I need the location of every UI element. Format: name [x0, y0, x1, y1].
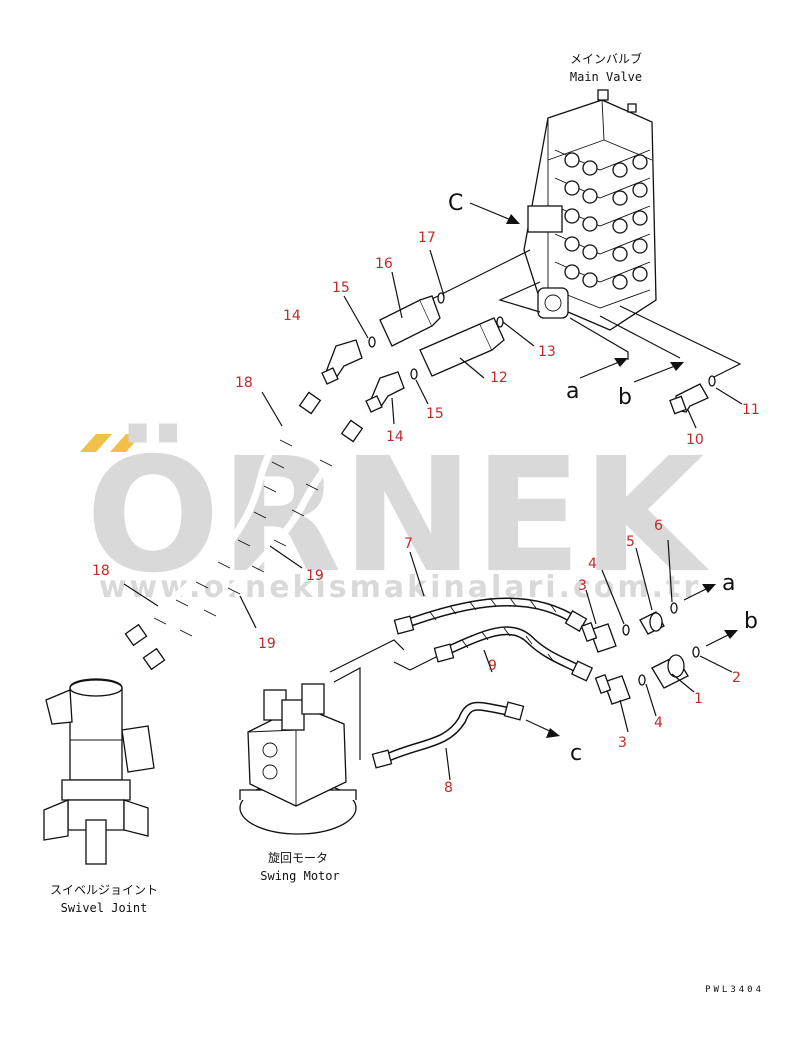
- part-number-6: 6: [654, 518, 663, 534]
- swivel-joint: スイベルジョイント Swivel Joint: [43, 678, 158, 915]
- part-number-10: 10: [686, 432, 704, 448]
- part-number-15-upper: 15: [332, 280, 350, 296]
- main-valve-label-jp: メインバルブ: [570, 51, 642, 66]
- part-number-3-upper: 3: [578, 578, 587, 594]
- port-c-arrow: C: [448, 191, 520, 224]
- part-10-elbow: [669, 383, 709, 415]
- port-c-label: C: [448, 191, 463, 216]
- port-b-small-label: b: [744, 609, 758, 634]
- part-numbers: 17 16 15 14 13 12 18 15 14 11 10 7 6 5 4…: [92, 230, 760, 796]
- drawing-code: PWL3404: [705, 985, 764, 995]
- port-a-label: a: [566, 379, 579, 404]
- part-3-elbow-lower: [594, 673, 631, 705]
- part-number-2: 2: [732, 670, 741, 686]
- port-b-arrow: b: [618, 362, 684, 410]
- tube-8: c: [371, 701, 582, 769]
- part-number-8: 8: [444, 780, 453, 796]
- swivel-joint-label-jp: スイベルジョイント: [50, 883, 158, 897]
- part-number-15-lower: 15: [426, 406, 444, 422]
- part-3-elbow-upper: [580, 621, 617, 653]
- part-number-4-upper: 4: [588, 556, 597, 572]
- part-number-11: 11: [742, 402, 760, 418]
- part-5-adapter: [639, 611, 665, 635]
- port-b-label: b: [618, 385, 632, 410]
- part-number-18-upper: 18: [235, 375, 253, 391]
- main-valve: メインバルブ Main Valve: [523, 51, 657, 331]
- swivel-joint-label-en: Swivel Joint: [61, 901, 148, 915]
- part-number-1: 1: [694, 691, 703, 707]
- port-c-small-label: c: [570, 741, 582, 766]
- part-number-18-lower: 18: [92, 563, 110, 579]
- port-a-small-label: a: [722, 571, 735, 596]
- part-number-9: 9: [488, 658, 497, 674]
- swing-motor-label-jp: 旋回モータ: [268, 851, 328, 865]
- part-number-14-lower: 14: [386, 429, 404, 445]
- part-number-7: 7: [404, 536, 413, 552]
- swing-motor: 旋回モータ Swing Motor: [239, 683, 357, 883]
- part-number-13: 13: [538, 344, 556, 360]
- part-number-16: 16: [375, 256, 393, 272]
- swing-motor-label-en: Swing Motor: [260, 869, 339, 883]
- hoses-18-19: [117, 377, 369, 671]
- port-a-arrow: a: [566, 358, 628, 404]
- watermark-accent-right: [110, 434, 142, 452]
- part-number-4-lower: 4: [654, 715, 663, 731]
- part-number-19-upper: 19: [306, 568, 324, 584]
- hose-7: [393, 597, 588, 635]
- watermark: ÖRNEK www.ornekismakinalari.com.tr: [80, 422, 710, 608]
- watermark-brand: ÖRNEK: [86, 422, 710, 608]
- part-number-19-lower: 19: [258, 636, 276, 652]
- part-number-17: 17: [418, 230, 436, 246]
- part-14-elbow-upper: [321, 339, 363, 385]
- main-valve-label-en: Main Valve: [570, 70, 642, 84]
- part-12-adapter: [419, 317, 505, 377]
- part-14-elbow-lower: [365, 371, 405, 413]
- part-16-adapter: [379, 295, 441, 347]
- hose-9: [433, 626, 594, 682]
- part-number-12: 12: [490, 370, 508, 386]
- part-number-3-lower: 3: [618, 735, 627, 751]
- part-number-5: 5: [626, 534, 635, 550]
- part-number-14-upper: 14: [283, 308, 301, 324]
- watermark-accent-left: [80, 434, 112, 452]
